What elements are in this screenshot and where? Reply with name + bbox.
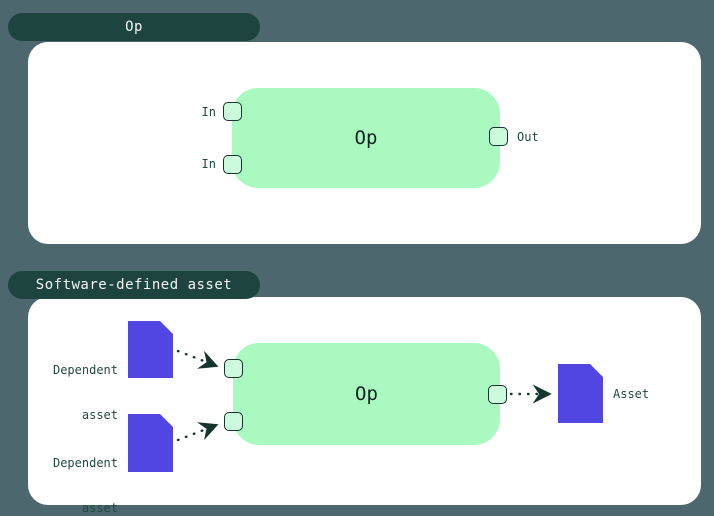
sda-section-title: Software-defined asset (35, 277, 233, 293)
op-node: Op (232, 88, 500, 188)
produced-asset-document-icon (558, 364, 603, 423)
op-output-label: Out (517, 130, 539, 144)
op-node-label: Op (354, 127, 378, 149)
op-input-2-port (223, 155, 242, 174)
op-input-1-label: In (201, 105, 216, 119)
dependent-asset-2-label: Dependent asset (52, 456, 118, 515)
sda-output-port (488, 385, 507, 404)
op-input-1-port (223, 102, 242, 121)
op-section-title: Op (125, 19, 143, 35)
op-input-2-label: In (201, 157, 216, 171)
dependent-asset-1-document-icon (128, 321, 173, 378)
sda-section-title-pill: Software-defined asset (8, 271, 260, 299)
produced-asset-label: Asset (613, 387, 650, 401)
sda-op-node: Op (233, 343, 500, 445)
op-output-port (489, 127, 508, 146)
dependent-asset-1-label: Dependent asset (52, 363, 118, 422)
sda-input-1-port (224, 359, 243, 378)
sda-input-2-port (224, 412, 243, 431)
dependent-asset-2-document-icon (128, 414, 173, 472)
op-section-title-pill: Op (8, 13, 260, 41)
sda-op-node-label: Op (355, 383, 378, 405)
